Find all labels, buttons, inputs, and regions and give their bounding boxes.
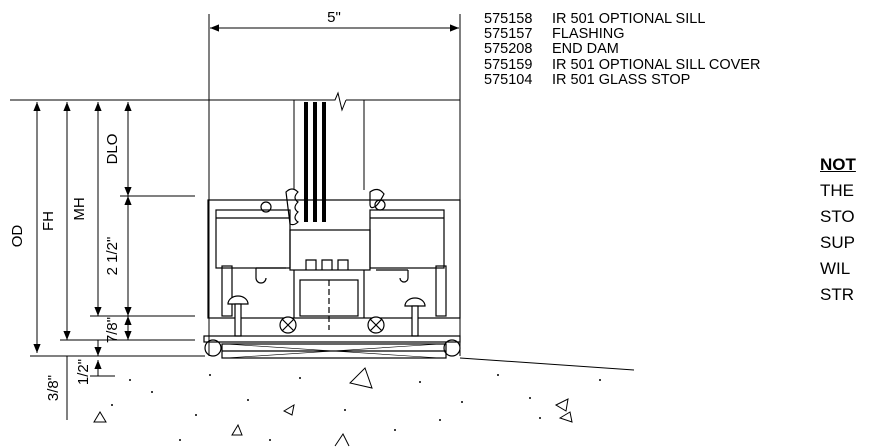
part-row: 575159 IR 501 OPTIONAL SILL COVER bbox=[484, 56, 761, 73]
part-number: 575159 bbox=[484, 56, 533, 73]
notes-line: WIL bbox=[820, 259, 851, 278]
dim-three-eighths: 3/8" bbox=[45, 375, 62, 401]
parts-list: 575158 IR 501 OPTIONAL SILL 575157 FLASHIN… bbox=[484, 11, 761, 88]
dim-seven-eighths: 7/8" bbox=[104, 317, 121, 343]
top-width-dimension bbox=[208, 14, 461, 104]
notes-title: NOT bbox=[820, 155, 856, 174]
notes-block: NOT THE STO SUP WIL STR bbox=[820, 152, 856, 308]
part-row: 575208 END DAM bbox=[484, 42, 760, 57]
notes-line: THE bbox=[820, 181, 854, 200]
part-row: 575157 FLASHING bbox=[484, 27, 760, 42]
dim-od: OD bbox=[9, 225, 26, 248]
dim-two-half: 2 1/2" bbox=[104, 237, 121, 276]
dim-half: 1/2" bbox=[75, 359, 92, 385]
part-number: 575158 bbox=[484, 11, 533, 27]
dim-width-top: 5" bbox=[327, 9, 341, 26]
concrete-dots bbox=[111, 374, 601, 441]
dim-fh: FH bbox=[40, 211, 57, 231]
part-description: IR 501 OPTIONAL SILL COVER bbox=[552, 56, 761, 73]
dim-mh: MH bbox=[71, 197, 88, 220]
part-number: 575104 bbox=[484, 71, 533, 88]
break-symbol bbox=[330, 91, 347, 112]
dim-dlo: DLO bbox=[104, 134, 121, 165]
concrete-substrate bbox=[70, 355, 635, 447]
notes-line: SUP bbox=[820, 233, 855, 252]
sill-extrusion bbox=[207, 199, 461, 330]
part-number: 575157 bbox=[484, 26, 533, 43]
part-row: 575104 IR 501 GLASS STOP bbox=[484, 71, 760, 88]
glass-unit bbox=[304, 102, 326, 222]
part-description: FLASHING bbox=[552, 26, 625, 43]
fasteners bbox=[227, 295, 426, 337]
part-description: IR 501 OPTIONAL SILL bbox=[552, 11, 706, 27]
flashing-and-shims bbox=[203, 335, 461, 359]
part-description: IR 501 GLASS STOP bbox=[552, 71, 691, 88]
part-description: END DAM bbox=[552, 41, 619, 58]
part-number: 575208 bbox=[484, 41, 533, 58]
notes-line: STR bbox=[820, 285, 854, 304]
notes-line: STO bbox=[820, 207, 855, 226]
part-row: 575158 IR 501 OPTIONAL SILL bbox=[484, 11, 760, 27]
